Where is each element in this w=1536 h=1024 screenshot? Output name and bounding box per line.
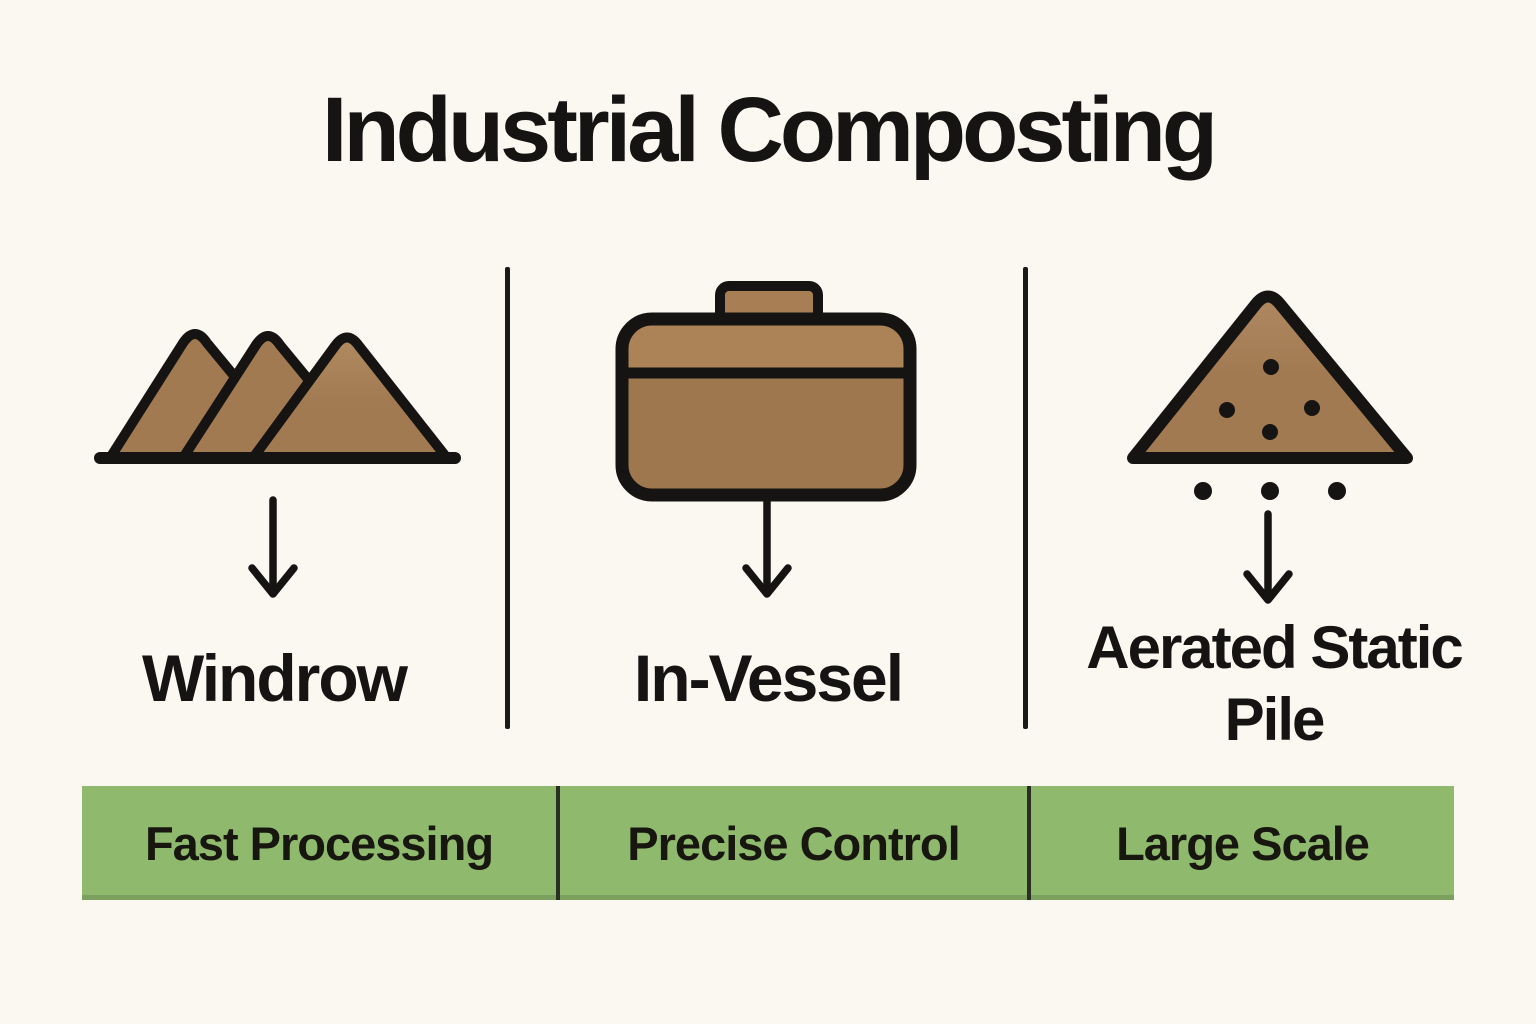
column-divider-1	[505, 267, 510, 729]
method-label-aerated-static-pile: Aerated Static Pile	[1086, 614, 1463, 753]
down-arrow-icon	[1243, 510, 1293, 604]
windrow-piles-icon	[94, 329, 461, 464]
in-vessel-container-icon	[615, 281, 917, 502]
aeration-dots-icon	[1194, 482, 1346, 500]
page-title: Industrial Composting	[321, 79, 1218, 181]
benefit-fast-processing: Fast Processing	[144, 816, 494, 870]
down-arrow-icon	[742, 496, 792, 598]
aerated-static-pile-icon	[1127, 290, 1413, 464]
column-divider-2	[1023, 267, 1028, 729]
benefit-large-scale: Large Scale	[1027, 786, 1454, 900]
method-label-in-vessel: In-Vessel	[633, 641, 904, 715]
benefit-precise-control: Precise Control	[556, 786, 1027, 900]
method-label-windrow: Windrow	[141, 641, 408, 715]
benefits-banner: Fast Processing Precise Control Large Sc…	[82, 786, 1454, 900]
down-arrow-icon	[248, 496, 298, 598]
